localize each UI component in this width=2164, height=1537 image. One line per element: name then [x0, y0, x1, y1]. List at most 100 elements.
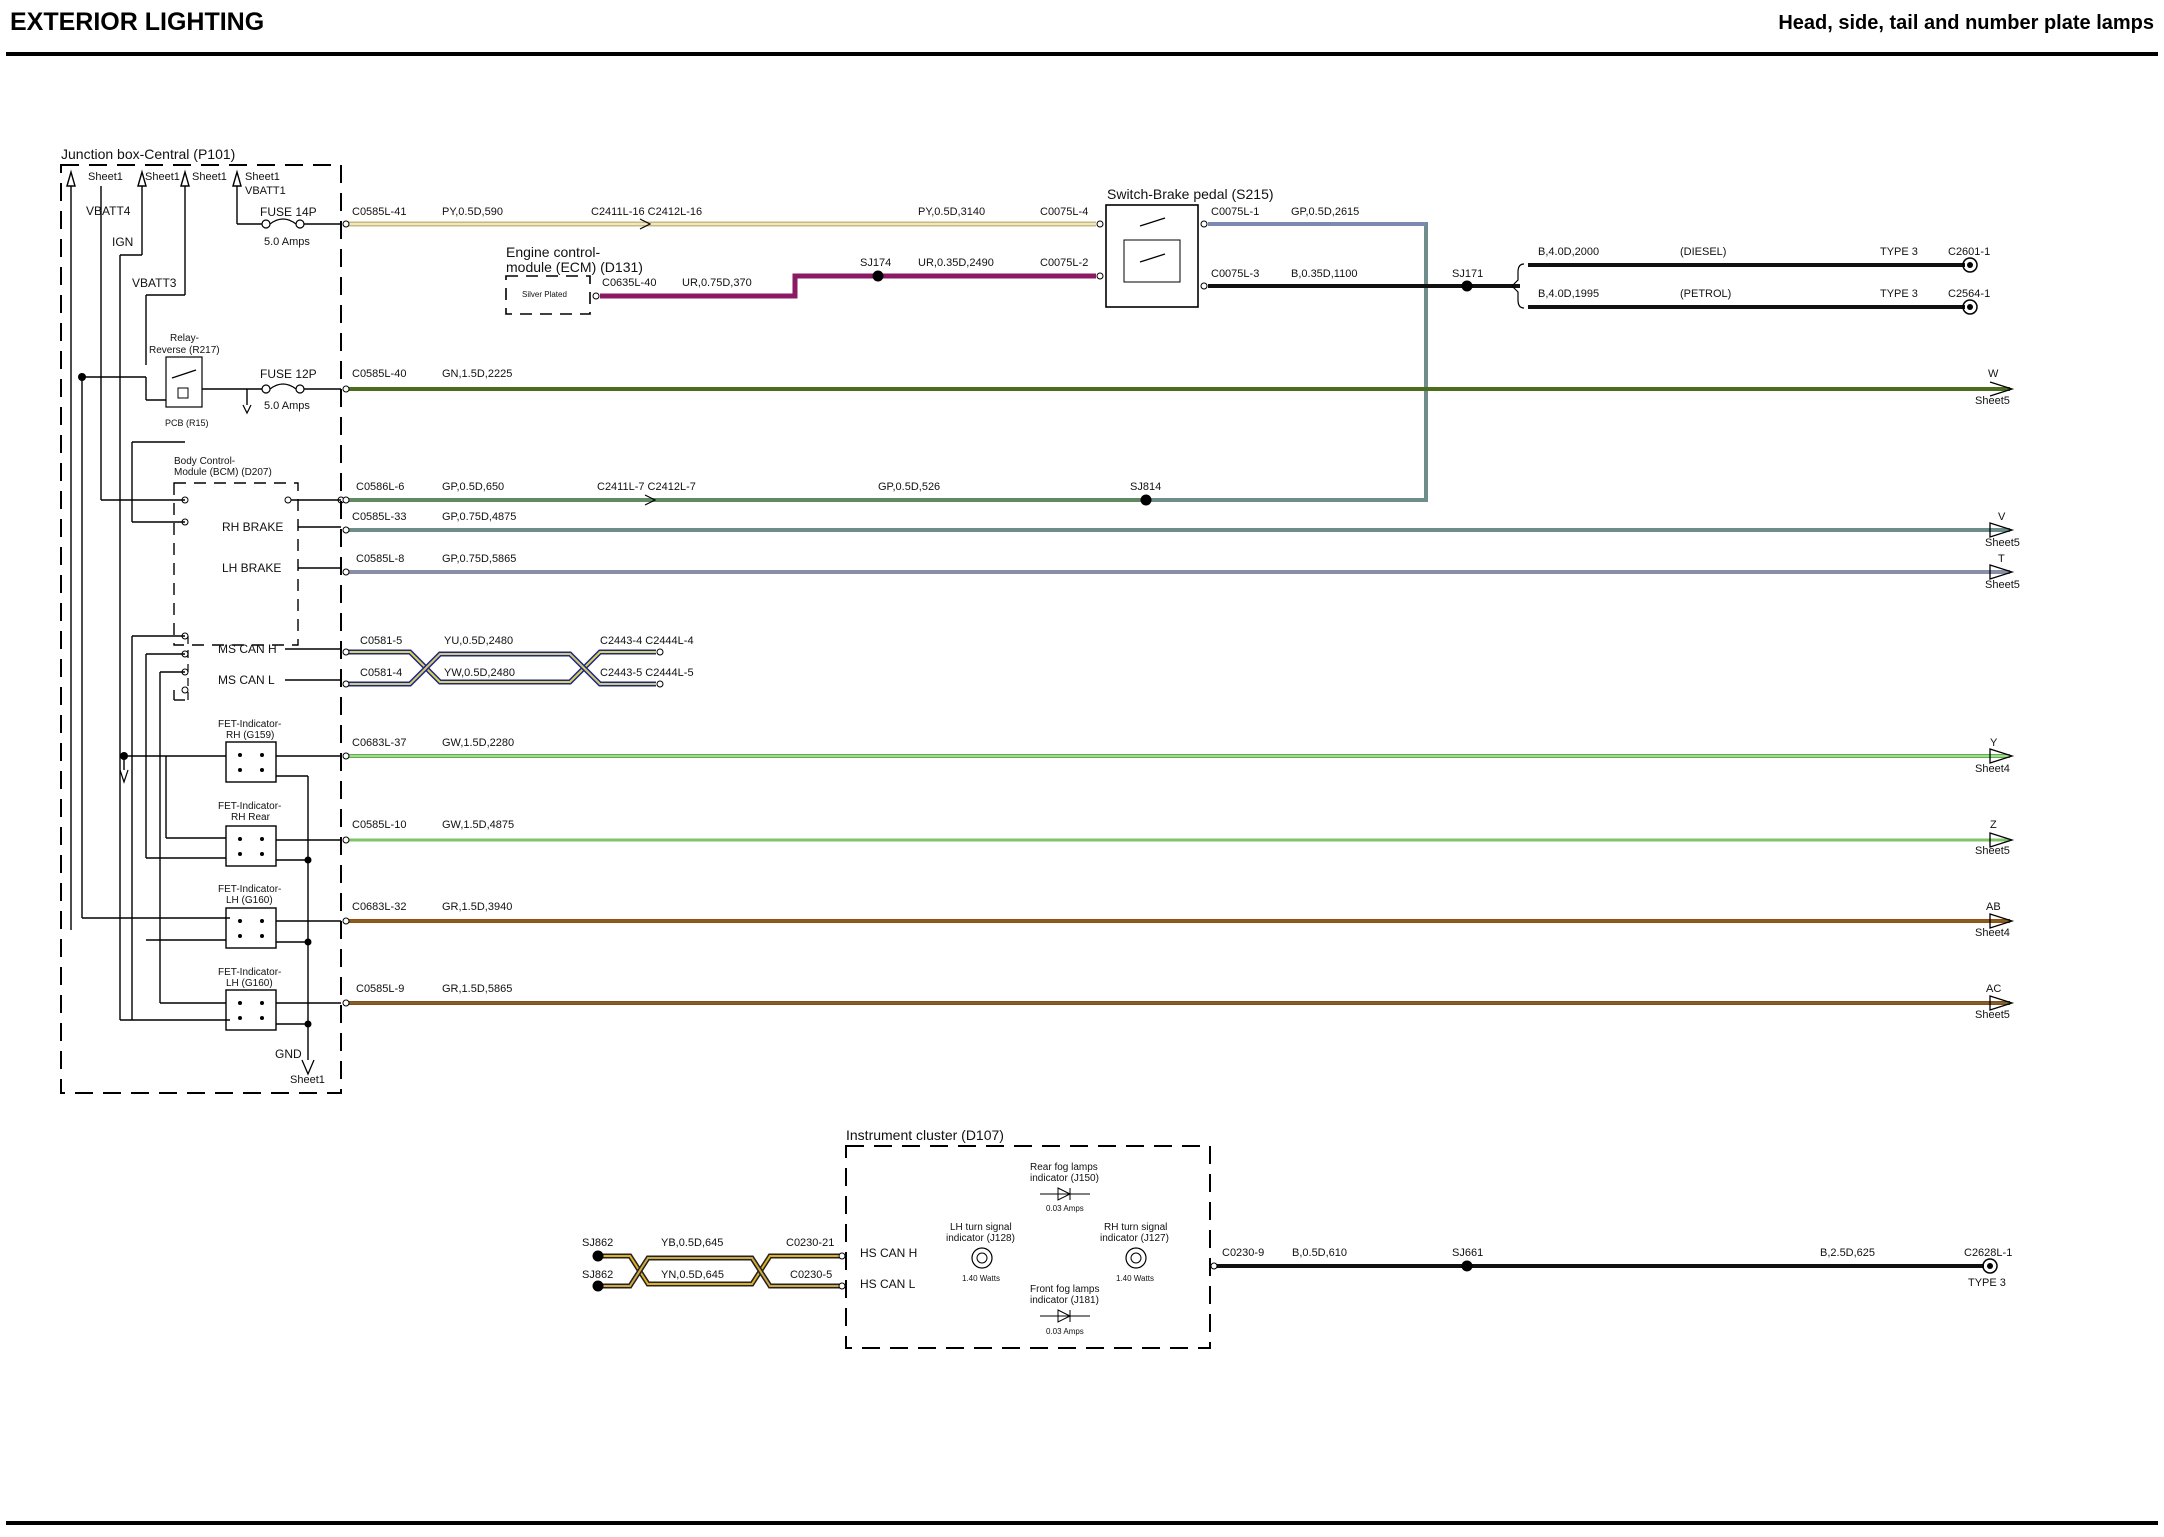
w10-sheet: Sheet5 — [1975, 845, 2010, 857]
sheet-label-2: Sheet1 — [145, 171, 180, 183]
rear-fog-amps: 0.03 Amps — [1046, 1204, 1084, 1213]
sheet-arrow-4: Sheet1 VBATT1 — [232, 169, 286, 197]
c0230-21: C0230-21 — [786, 1237, 834, 1249]
wire-b-cluster-ground: C0230-9 B,0.5D,610 SJ661 B,2.5D,625 C262… — [1210, 1247, 2012, 1289]
w7-spec: GP,0.75D,4875 — [442, 511, 516, 523]
w9-conn: C0683L-37 — [352, 737, 406, 749]
fuse-12p-label: FUSE 12P — [260, 367, 317, 381]
w12-conn: C0585L-9 — [356, 983, 404, 995]
w5-spec: GN,1.5D,2225 — [442, 368, 512, 380]
w12-spec: GR,1.5D,5865 — [442, 983, 512, 995]
petrol-label: (PETROL) — [1680, 288, 1731, 300]
relay-label-1: Relay- — [170, 333, 199, 344]
front-fog-indicator: Front fog lamps indicator (J181) 0.03 Am… — [1030, 1284, 1099, 1336]
w8-sheet: Sheet5 — [1985, 579, 2020, 591]
vbatt4-label: VBATT4 — [86, 204, 131, 218]
lh-turn-indicator: LH turn signal indicator (J128) 1.40 Wat… — [946, 1222, 1015, 1283]
w12-end: AC — [1986, 983, 2001, 995]
wire-gr-ab: C0683L-32 GR,1.5D,3940 AB Sheet4 — [342, 901, 2015, 939]
front-fog-amps: 0.03 Amps — [1046, 1327, 1084, 1336]
fet2-label-2: RH Rear — [231, 812, 271, 823]
w11-end: AB — [1986, 901, 2001, 913]
sheet-label-4: Sheet1 — [245, 171, 280, 183]
sheet-label-1: Sheet1 — [88, 171, 123, 183]
hs-can-h-label: HS CAN H — [860, 1246, 917, 1260]
w6-spec2: GP,0.5D,526 — [878, 481, 940, 493]
w9-sheet: Sheet4 — [1975, 763, 2010, 775]
w9-end: Y — [1990, 737, 1998, 749]
petrol-spec: B,4.0D,1995 — [1538, 288, 1599, 300]
fet4-label-2: LH (G160) — [226, 978, 273, 989]
front-fog-l2: indicator (J181) — [1030, 1295, 1099, 1306]
rh-brake-label: RH BRAKE — [222, 520, 283, 534]
w3-spec: GP,0.5D,2615 — [1291, 206, 1359, 218]
gnd-sheet-label: Sheet1 — [290, 1074, 325, 1086]
pcb-label: PCB (R15) — [165, 418, 209, 428]
w6-conn: C0586L-6 — [356, 481, 404, 493]
wire-gp-lh-brake: C0585L-8 GP,0.75D,5865 T Sheet5 — [342, 553, 2020, 591]
yb-spec: YB,0.5D,645 — [661, 1237, 723, 1249]
rear-fog-l2: indicator (J150) — [1030, 1173, 1099, 1184]
fet-indicator-lh-2: FET-Indicator- LH (G160) — [218, 967, 281, 1031]
diesel-conn: C2601-1 — [1948, 246, 1990, 258]
rh-watts: 1.40 Watts — [1116, 1274, 1154, 1283]
petrol-conn: C2564-1 — [1948, 288, 1990, 300]
wire-gp-brake-out: GP,0.5D,2615 — [1146, 206, 1428, 502]
wire-gn-reverse: C0585L-40 GN,1.5D,2225 W Sheet5 — [342, 368, 2015, 407]
wire-hs-can-pair: SJ862 SJ862 YB,0.5D,645 YN,0.5D,645 C023… — [582, 1237, 846, 1292]
fet1-label-2: RH (G159) — [226, 730, 274, 741]
rh-turn-l2: indicator (J127) — [1100, 1233, 1169, 1244]
ic-title: Instrument cluster (D107) — [846, 1127, 1004, 1143]
front-fog-l1: Front fog lamps — [1030, 1284, 1099, 1295]
w5-end: W — [1988, 368, 1999, 380]
junction-box: Junction box-Central (P101) Sheet1 VBATT… — [60, 146, 345, 1094]
wire-b-switch-ground: B,0.35D,1100 SJ171 B,4.0D,2000 (DIESEL) … — [1208, 246, 1990, 315]
sj661: SJ661 — [1452, 1247, 1483, 1259]
lh-turn-l2: indicator (J128) — [946, 1233, 1015, 1244]
w1-conn: C0585L-41 — [352, 206, 406, 218]
fuse-12p: FUSE 12P 5.0 Amps — [260, 367, 341, 412]
w7-conn: C0585L-33 — [352, 511, 406, 523]
switch-brake-pedal: Switch-Brake pedal (S215) C0075L-4 C0075… — [1040, 186, 1274, 308]
w1-spec: PY,0.5D,590 — [442, 206, 503, 218]
hs-can-l-label: HS CAN L — [860, 1277, 916, 1291]
w4-sj: SJ171 — [1452, 268, 1483, 280]
relay-reverse-r217: Relay- Reverse (R217) PCB (R15) — [149, 333, 262, 428]
fet-indicator-rh-rear: FET-Indicator- RH Rear — [218, 801, 281, 867]
lh-brake-label: LH BRAKE — [222, 561, 281, 575]
fet1-label-1: FET-Indicator- — [218, 719, 281, 730]
sj862b: SJ862 — [582, 1269, 613, 1281]
b2-spec: B,2.5D,625 — [1820, 1247, 1875, 1259]
wire-ms-can-pair: C0581-5 YU,0.5D,2480 C2443-4 C2444L-4 C0… — [342, 635, 694, 688]
fuse-14p: FUSE 14P 5.0 Amps — [236, 186, 341, 248]
diesel-spec: B,4.0D,2000 — [1538, 246, 1599, 258]
junction-box-title: Junction box-Central (P101) — [61, 146, 235, 162]
lh-turn-l1: LH turn signal — [950, 1222, 1012, 1233]
w11-sheet: Sheet4 — [1975, 927, 2010, 939]
w7-sheet: Sheet5 — [1985, 537, 2020, 549]
top-rule — [6, 52, 2158, 56]
ecm-inner-label: Silver Plated — [522, 290, 567, 299]
rh-turn-l1: RH turn signal — [1104, 1222, 1167, 1233]
bcm-label-2: Module (BCM) (D207) — [174, 467, 272, 478]
wire-gr-ac: C0585L-9 GR,1.5D,5865 AC Sheet5 — [342, 983, 2015, 1021]
can2-end: C2443-5 C2444L-5 — [600, 667, 694, 679]
rear-fog-indicator: Rear fog lamps indicator (J150) 0.03 Amp… — [1030, 1162, 1099, 1213]
fet-indicator-rh: FET-Indicator- RH (G159) — [218, 719, 281, 783]
wire-gw-z: C0585L-10 GW,1.5D,4875 Z Sheet5 — [342, 819, 2015, 857]
lh-watts: 1.40 Watts — [962, 1274, 1000, 1283]
vbatt1-label: VBATT1 — [245, 185, 286, 197]
sheet-arrow-1: Sheet1 VBATT4 — [66, 169, 131, 930]
w10-end: Z — [1990, 819, 1997, 831]
w2-sj: SJ174 — [860, 257, 891, 269]
switch-brake-title: Switch-Brake pedal (S215) — [1107, 186, 1274, 202]
w4-spec: B,0.35D,1100 — [1291, 268, 1357, 280]
w2-spec: UR,0.35D,2490 — [918, 257, 994, 269]
fuse-12p-amps: 5.0 Amps — [264, 400, 310, 412]
w12-sheet: Sheet5 — [1975, 1009, 2010, 1021]
engine-control-module: Engine control- module (ECM) (D131) Silv… — [505, 244, 752, 315]
w10-spec: GW,1.5D,4875 — [442, 819, 514, 831]
can1-spec: YU,0.5D,2480 — [444, 635, 513, 647]
